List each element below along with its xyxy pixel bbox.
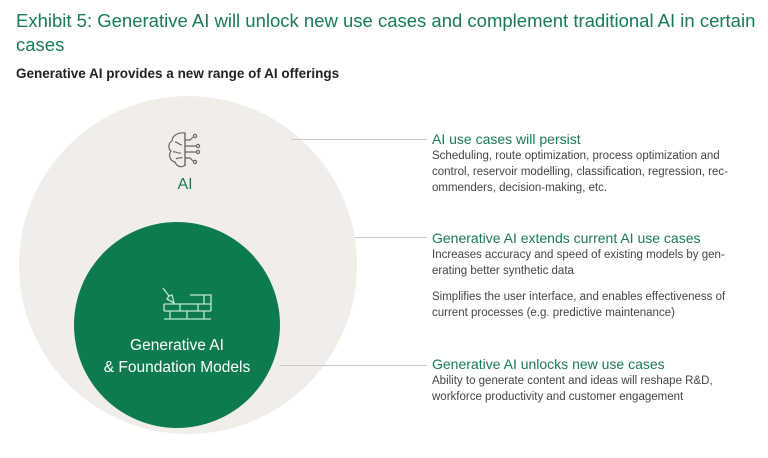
brick-wall-trowel-icon — [162, 287, 212, 320]
generative-ai-label-line2: & Foundation Models — [103, 359, 251, 376]
callout-body: Ability to generate content and ideas wi… — [432, 375, 713, 403]
connector-line — [355, 237, 427, 238]
exhibit-subtitle: Generative AI provides a new range of AI… — [16, 66, 340, 81]
brain-circuit-icon — [168, 132, 201, 168]
callout-title: AI use cases will persist — [432, 131, 581, 147]
callout-title: Generative AI extends current AI use cas… — [432, 230, 701, 246]
exhibit-title: Exhibit 5: Generative AI will unlock new… — [16, 10, 756, 55]
callout-body: Simplifies the user interface, and enabl… — [432, 291, 726, 319]
generative-ai-label: Generative AI & Foundation Models — [84, 335, 270, 379]
generative-ai-circle — [74, 222, 280, 428]
connector-line — [291, 139, 427, 140]
callout-ai-persist: AI use cases will persist Scheduling, ro… — [432, 130, 752, 196]
generative-ai-label-line1: Generative AI — [130, 337, 224, 354]
callout-genai-extends: Generative AI extends current AI use cas… — [432, 229, 752, 321]
callout-body: Increases accuracy and speed of existing… — [432, 249, 725, 277]
connector-line — [280, 365, 427, 366]
callout-title: Generative AI unlocks new use cases — [432, 356, 665, 372]
ai-label: AI — [177, 176, 193, 193]
callout-body: Scheduling, route optimization, process … — [432, 150, 728, 194]
callout-genai-unlocks: Generative AI unlocks new use cases Abil… — [432, 355, 752, 405]
